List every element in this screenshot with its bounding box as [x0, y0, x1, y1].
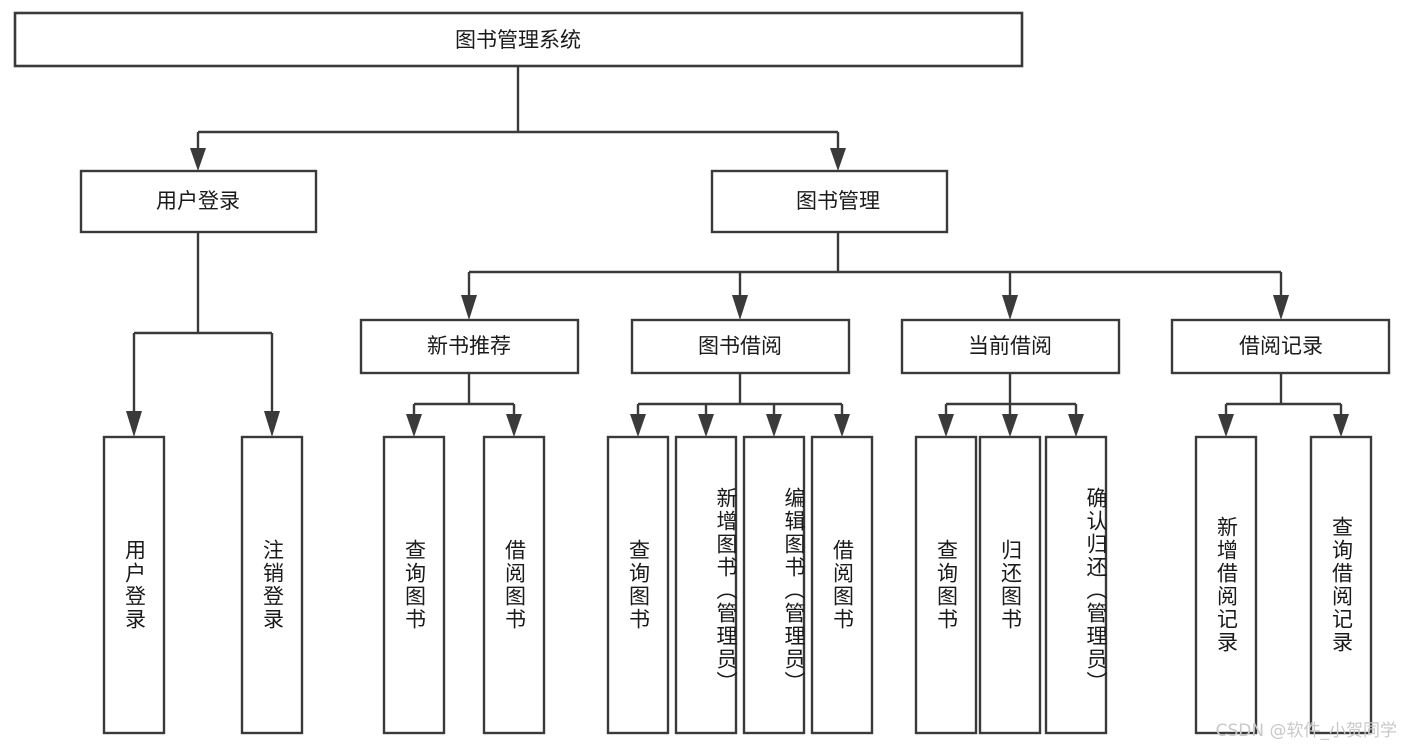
node-box-leaf-query-book-1[interactable] [382, 435, 446, 735]
arrow-head-leaf-user-login [126, 411, 142, 437]
node-label-user-login: 用户登录 [156, 189, 240, 213]
node-label-new-book-recommend: 新书推荐 [427, 334, 511, 358]
arrow-head-book-management [830, 148, 846, 171]
arrow-head-leaf-confirm-return [1068, 414, 1084, 437]
node-box-new-book-recommend[interactable] [359, 318, 580, 375]
node-box-leaf-edit-book[interactable] [742, 435, 806, 735]
arrow-head-leaf-query-book-3 [938, 414, 954, 437]
arrow-head-leaf-borrow-book-1 [506, 414, 522, 437]
node-label-borrow-record: 借阅记录 [1239, 334, 1323, 358]
arrow-head-leaf-return-book [1002, 414, 1018, 437]
arrow-head-book-borrow [732, 295, 748, 320]
node-box-leaf-return-book[interactable] [978, 435, 1042, 735]
node-box-leaf-logout-login[interactable] [240, 435, 304, 735]
node-box-leaf-add-book[interactable] [674, 435, 738, 735]
node-box-leaf-query-book-3[interactable] [914, 435, 978, 735]
node-box-leaf-add-borrow-record[interactable] [1194, 435, 1258, 735]
arrow-head-leaf-borrow-book-2 [834, 414, 850, 437]
watermark: CSDN @软件_小贺同学 [1215, 721, 1397, 741]
arrow-head-user-login [190, 148, 206, 171]
node-box-leaf-confirm-return[interactable] [1044, 435, 1108, 735]
node-layer: 图书管理系统 用户登录 图书管理 新书推荐 图书借阅 当前借阅 借阅记录 [13, 11, 1391, 735]
node-label-root: 图书管理系统 [455, 28, 581, 52]
node-box-root[interactable] [13, 11, 1024, 68]
node-box-leaf-borrow-book-2[interactable] [810, 435, 874, 735]
arrow-head-leaf-query-borrow-record [1333, 414, 1349, 437]
arrow-head-current-borrow [1002, 295, 1018, 320]
arrow-head-leaf-logout-login [264, 411, 280, 437]
node-box-leaf-user-login[interactable] [102, 435, 166, 735]
connector-layer [126, 66, 1349, 437]
arrow-head-leaf-query-book-1 [406, 414, 422, 437]
node-box-leaf-borrow-book-1[interactable] [482, 435, 546, 735]
node-label-book-management: 图书管理 [796, 189, 880, 213]
arrow-head-new-book-recommend [461, 295, 477, 320]
arrow-head-borrow-record [1273, 295, 1289, 320]
node-box-book-borrow[interactable] [630, 318, 851, 375]
arrow-head-leaf-edit-book [766, 414, 782, 437]
node-box-borrow-record[interactable] [1170, 318, 1391, 375]
node-label-book-borrow: 图书借阅 [698, 334, 782, 358]
arrow-head-leaf-add-book [698, 414, 714, 437]
node-box-user-login[interactable] [79, 169, 318, 234]
arrow-head-leaf-query-book-2 [630, 414, 646, 437]
node-box-book-management[interactable] [710, 169, 949, 234]
node-label-current-borrow: 当前借阅 [968, 334, 1052, 358]
node-box-current-borrow[interactable] [900, 318, 1121, 375]
arrow-head-leaf-add-borrow-record [1218, 414, 1234, 437]
node-box-leaf-query-borrow-record[interactable] [1309, 435, 1373, 735]
node-box-leaf-query-book-2[interactable] [606, 435, 670, 735]
